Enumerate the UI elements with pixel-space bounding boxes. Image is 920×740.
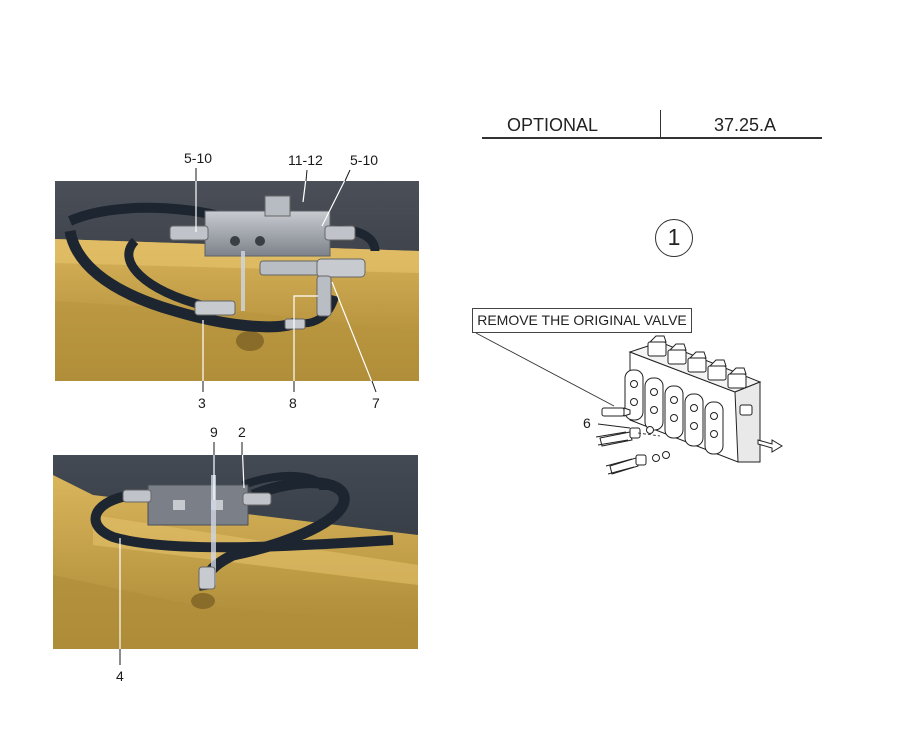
step-number-badge: 1 (655, 219, 693, 257)
header-divider (660, 110, 661, 138)
remove-original-valve-callout: REMOVE THE ORIGINAL VALVE (472, 308, 692, 333)
callout-label: 11-12 (288, 152, 323, 168)
callout-label: 7 (372, 395, 380, 411)
section-label: OPTIONAL (507, 115, 599, 135)
callout-label: 3 (198, 395, 206, 411)
callout-label: 4 (116, 668, 124, 684)
section-code: 37.25.A (714, 115, 777, 135)
photo-bottom (53, 455, 418, 649)
callout-label: 9 (210, 424, 218, 440)
photo-top (55, 181, 419, 381)
callout-label: 8 (289, 395, 297, 411)
callout-label: 5-10 (184, 150, 213, 166)
callout-label: 5-10 (350, 152, 379, 168)
part-6-label: 6 (583, 415, 591, 431)
header-underline (482, 137, 822, 139)
callout-label: 2 (238, 424, 246, 440)
